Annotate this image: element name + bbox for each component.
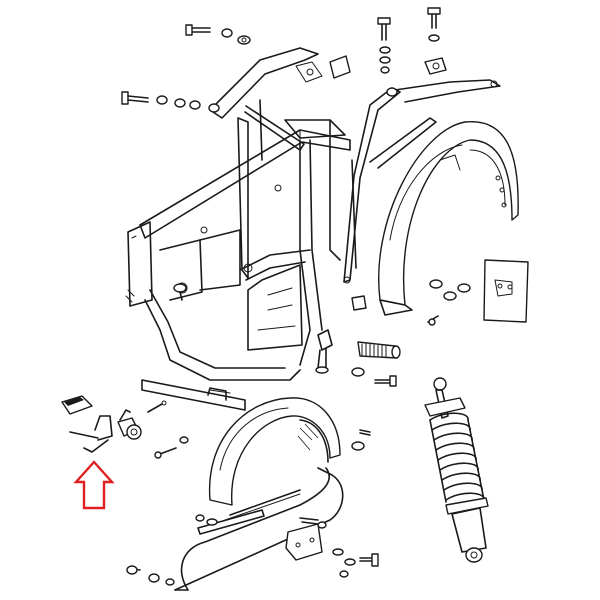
shock-absorber [424, 377, 489, 563]
top-rear-hoop [209, 47, 319, 119]
side-stand-bracket [69, 409, 142, 453]
fasteners [121, 7, 471, 586]
stand-pin [147, 403, 163, 413]
mudguard-flat-stay [197, 509, 265, 535]
footrest-rubber [61, 395, 93, 415]
number-plate-bracket [483, 259, 529, 323]
front-mudguard [208, 397, 341, 506]
rear-mudguard [378, 121, 519, 316]
swing-arm-spindle [357, 341, 401, 359]
callout-arrow-icon [73, 460, 115, 510]
frame [125, 119, 351, 381]
pivot-pin [317, 329, 333, 369]
centre-stand-bar [141, 379, 246, 411]
stay-plate [285, 523, 323, 561]
rear-subframe-left [237, 117, 249, 279]
mudguard-stay [174, 467, 344, 591]
